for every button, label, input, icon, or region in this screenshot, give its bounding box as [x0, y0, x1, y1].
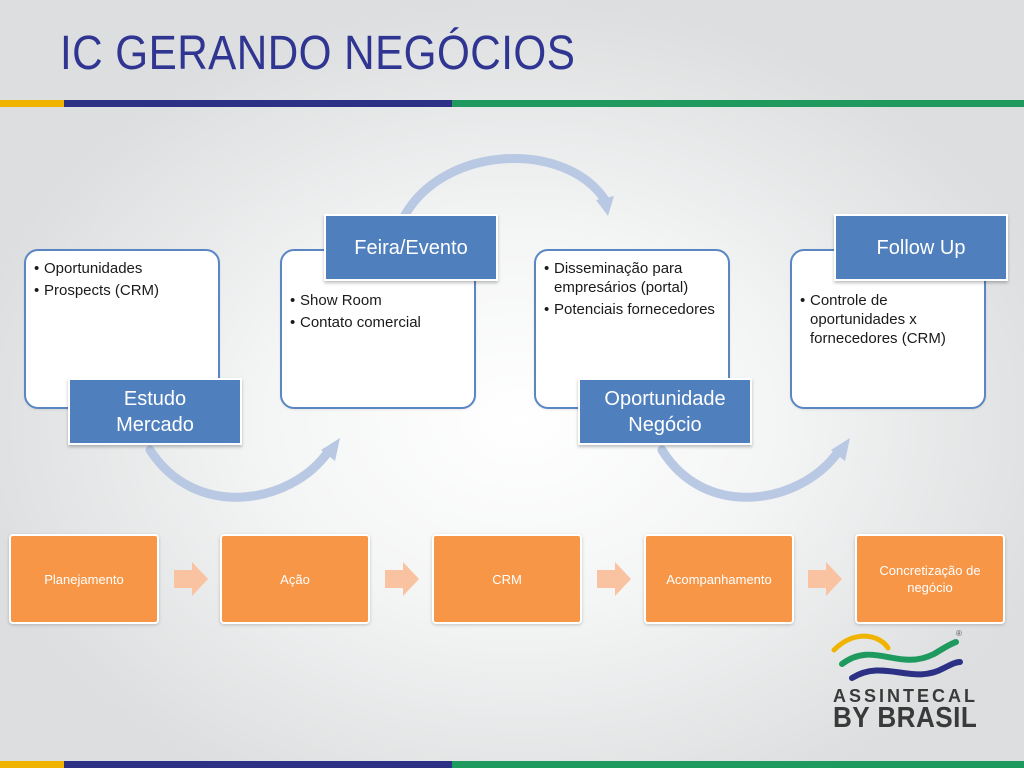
page-title: IC GERANDO NEGÓCIOS [60, 27, 576, 80]
cycle-arrow-2 [400, 153, 610, 220]
top-stripe-navy [64, 100, 452, 107]
logo-swoosh-navy [849, 659, 963, 681]
step-concretizacao: Concretização de negócio [855, 534, 1005, 624]
step-label: CRM [492, 571, 522, 587]
bullet-item: Contato comercial [290, 313, 466, 332]
label-feira-evento: Feira/Evento [324, 214, 498, 281]
step-acao: Ação [220, 534, 370, 624]
logo-swoosh-green [839, 639, 959, 667]
bullet-item: Prospects (CRM) [34, 281, 210, 300]
label-text: Estudo Mercado [116, 387, 194, 436]
chevron-arrow-icon [808, 562, 842, 596]
label-estudo-mercado: Estudo Mercado [68, 378, 242, 445]
bullet-item: Potenciais fornecedores [544, 300, 720, 319]
card-bullet-list: Show Room Contato comercial [290, 291, 466, 332]
step-label: Concretização de negócio [879, 563, 981, 595]
step-planejamento: Planejamento [9, 534, 159, 624]
logo-text-assintecal: ASSINTECAL [833, 686, 979, 706]
label-text: Feira/Evento [354, 236, 468, 259]
label-text: Follow Up [876, 236, 966, 259]
step-label: Acompanhamento [666, 571, 772, 587]
bottom-stripe-yellow [0, 761, 64, 768]
bullet-item: Show Room [290, 291, 466, 310]
cycle-arrow-3-head [831, 438, 850, 461]
label-follow-up: Follow Up [834, 214, 1008, 281]
step-crm: CRM [432, 534, 582, 624]
label-text: Oportunidade Negócio [604, 387, 726, 436]
chevron-arrow-icon [385, 562, 419, 596]
logo-text-by-brasil: BY BRASIL [833, 702, 978, 734]
card-bullet-list: Controle de oportunidades x fornecedores… [800, 291, 976, 348]
cycle-arrow-1-head [321, 438, 340, 461]
bullet-item: Controle de oportunidades x fornecedores… [800, 291, 976, 348]
step-label: Ação [280, 571, 310, 587]
card-bullet-list: Oportunidades Prospects (CRM) [34, 259, 210, 300]
cycle-arrow-3 [657, 445, 843, 502]
bottom-stripe-green [452, 761, 1024, 768]
registered-mark: ® [956, 629, 962, 638]
logo-swoosh-yellow [831, 633, 891, 653]
bullet-item: Oportunidades [34, 259, 210, 278]
top-stripe-green [452, 100, 1024, 107]
chevron-arrow-icon [174, 562, 208, 596]
assintecal-logo: ® [831, 629, 963, 681]
bottom-stripe-navy [64, 761, 452, 768]
label-oportunidade-negocio: Oportunidade Negócio [578, 378, 752, 445]
step-acompanhamento: Acompanhamento [644, 534, 794, 624]
top-stripe-yellow [0, 100, 64, 107]
cycle-arrow-2-head [596, 196, 614, 216]
cycle-arrow-1 [145, 445, 333, 502]
step-label: Planejamento [44, 571, 124, 587]
bullet-item: Disseminação para empresários (portal) [544, 259, 720, 297]
card-bullet-list: Disseminação para empresários (portal) P… [544, 259, 720, 319]
chevron-arrow-icon [597, 562, 631, 596]
